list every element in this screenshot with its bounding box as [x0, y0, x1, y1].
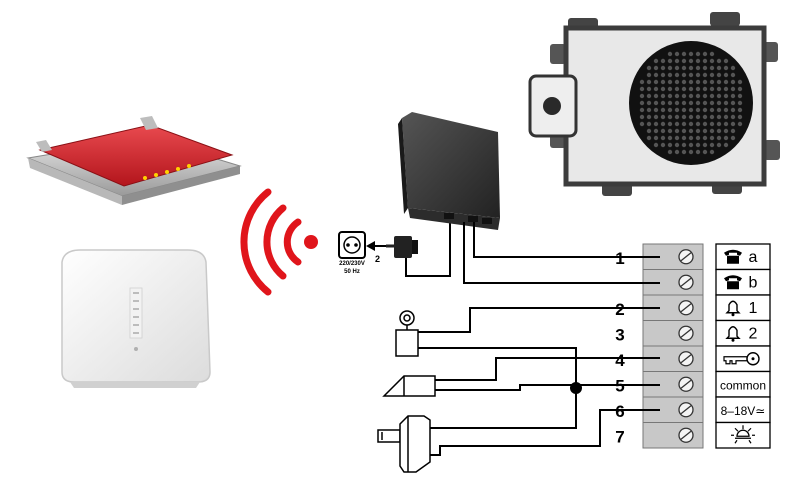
terminal-label-5	[715, 345, 771, 373]
wire-3	[418, 347, 577, 388]
arrow-head-icon	[366, 241, 375, 251]
screw-icon	[678, 300, 694, 316]
plug-number-label: 2	[375, 254, 380, 264]
terminal-label-8	[715, 421, 771, 449]
telephone-icon	[724, 249, 742, 264]
screw-icon	[678, 402, 694, 418]
terminal-label-column: ab 1 2 common 8–18V≃	[715, 243, 771, 449]
terminal-label-7: 8–18V≃	[715, 396, 771, 424]
wire-6	[430, 409, 660, 456]
terminal-label-4: 2	[715, 319, 771, 347]
bell-icon	[725, 300, 741, 317]
screw-icon	[678, 249, 694, 265]
junction-dot	[570, 382, 582, 394]
red-router-image	[26, 116, 242, 205]
terminal-number: 3	[615, 325, 624, 344]
terminal-label-3: 1	[715, 294, 771, 322]
white-router-image	[61, 249, 211, 388]
bell-icon	[725, 326, 741, 342]
power-plug-icon	[386, 215, 451, 277]
power-outlet-icon	[338, 231, 366, 259]
terminal-strip	[642, 243, 704, 449]
outlet-frequency-label: 50 Hz	[344, 269, 360, 275]
screw-icon	[678, 427, 694, 443]
bell-device-icon	[395, 310, 419, 357]
terminal-label-text: 1	[749, 300, 758, 317]
terminal-label-1: a	[715, 243, 771, 271]
transformer-plug-icon	[377, 415, 431, 473]
screw-icon	[678, 376, 694, 392]
wifi-icon	[240, 188, 318, 296]
terminal-label-text: common	[720, 378, 766, 392]
screw-icon	[678, 351, 694, 367]
wires	[412, 222, 660, 456]
terminal-label-text: b	[749, 274, 758, 291]
light-icon	[731, 425, 755, 444]
terminal-label-text: 2	[749, 325, 758, 342]
telephone-icon	[724, 275, 742, 290]
wire-common-transformer	[424, 388, 577, 429]
terminal-number: 6	[615, 402, 624, 421]
terminal-label-text: a	[749, 249, 758, 266]
wire-5	[435, 384, 660, 391]
key-icon	[723, 352, 760, 366]
wire-1	[473, 222, 660, 258]
terminal-8	[642, 422, 704, 449]
speaker-module-image	[528, 12, 780, 196]
screw-icon	[678, 325, 694, 341]
terminal-number: 1	[615, 249, 624, 268]
wire-b	[463, 222, 660, 284]
terminal-label-6: common	[715, 370, 771, 398]
terminal-number: 4	[615, 351, 625, 370]
terminal-label-text: 8–18V≃	[721, 404, 766, 418]
wire-4	[435, 357, 660, 381]
screw-icon	[678, 274, 694, 290]
terminal-label-2: b	[715, 268, 771, 296]
adapter-box-image	[398, 112, 500, 230]
terminal-number: 2	[615, 300, 624, 319]
outlet-voltage-label: 220/230V	[339, 261, 365, 267]
terminal-number: 7	[615, 427, 624, 446]
wire-2	[412, 307, 660, 333]
door-opener-icon	[382, 375, 436, 397]
terminal-4	[642, 320, 704, 347]
